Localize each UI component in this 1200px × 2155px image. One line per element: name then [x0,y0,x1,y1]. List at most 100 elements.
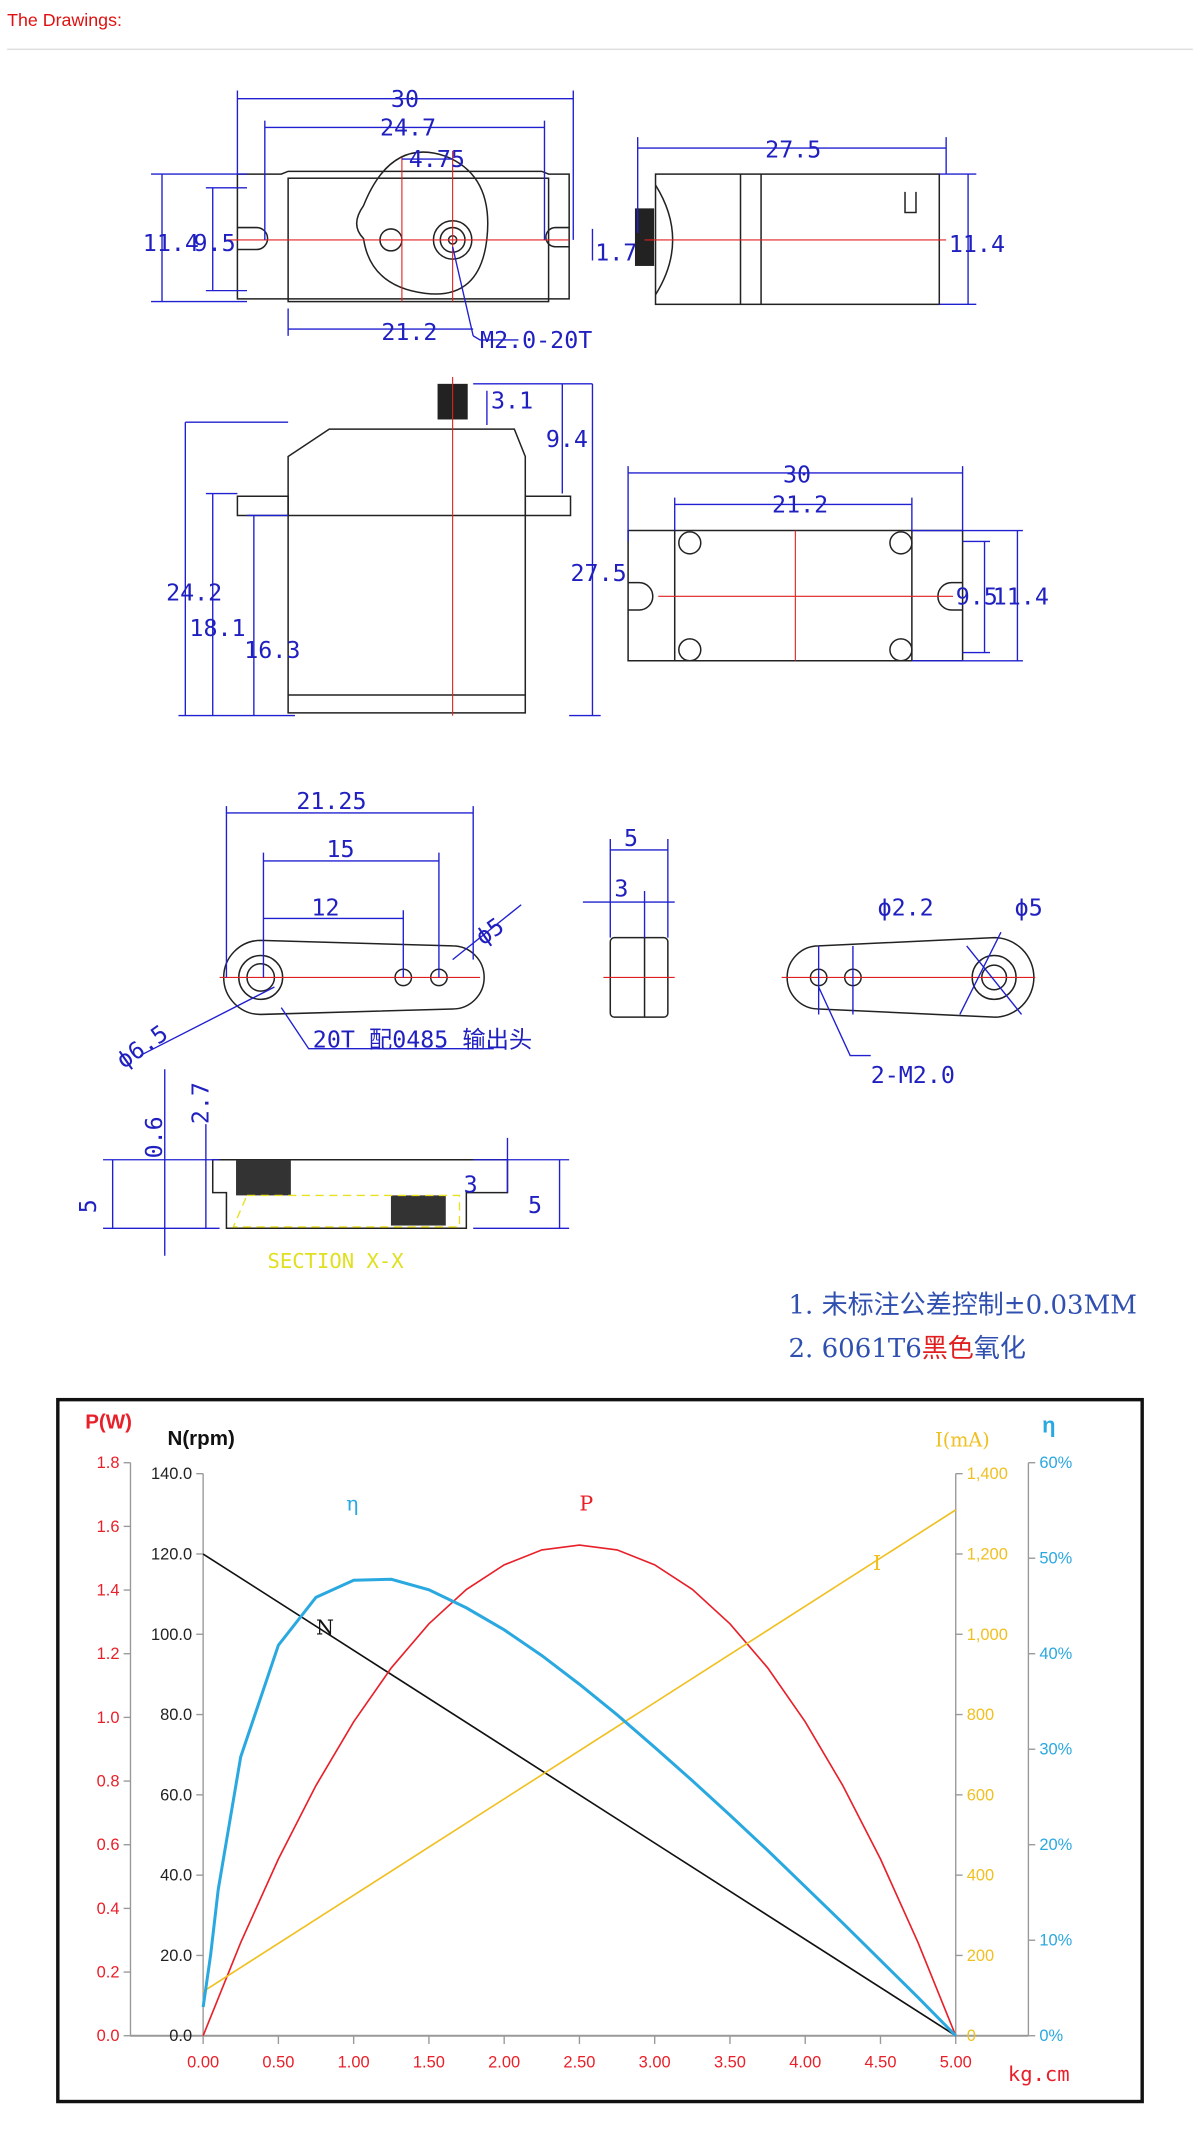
dim-label: M2.0-20T [480,327,592,354]
dim-label: 12 [311,895,339,922]
spacer-view: 5 3 [582,825,675,1018]
y-tick-label-P: 1.4 [97,1582,120,1600]
y-tick-label-I: 1,200 [967,1545,1008,1563]
dim-label: 0.6 [141,1116,168,1158]
dim-label: 27.5 [571,560,627,587]
notes: 1. 未标注公差控制±0.03MM 2. 6061T6黑色氧化 [788,1290,1136,1364]
x-tick-label: 2.50 [563,2053,595,2071]
dim-label: ϕ6.5 [112,1020,173,1074]
dim-label: 24.7 [380,115,436,142]
x-tick-label: 1.50 [413,2053,445,2071]
series-line-I [202,1509,957,1993]
y-tick-label-I: 400 [967,1867,994,1885]
dim-label: 21.25 [296,788,366,815]
series-line-eta [201,1577,957,2037]
note-2-a: 2. 6061T6 [788,1334,921,1364]
y-tick-label-N: 80.0 [160,1706,192,1724]
section-view: 5 0.6 2.7 3 5 SECTION X-X [75,1069,570,1273]
note-2: 2. 6061T6黑色氧化 [788,1334,1025,1364]
x-axis-label: kg.cm [1008,2062,1070,2086]
y-tick-label-eta: 50% [1039,1550,1072,1568]
y-tick-label-N: 120.0 [151,1545,192,1563]
p-axis-label: P(W) [85,1410,132,1433]
y-tick-label-N: 20.0 [160,1947,192,1965]
dim-label: 2.7 [188,1082,215,1124]
dim-label: 20T 配0485 输出头 [313,1026,532,1053]
dim-label: 15 [327,836,355,863]
servo-side-view: 27.5 11.4 [634,137,1005,306]
y-tick-label-eta: 60% [1039,1454,1072,1472]
series-label-I: I [873,1551,881,1575]
series-label-P: P [579,1491,593,1515]
servo-front-view: 3.1 9.4 27.5 24.2 18.1 16.3 [166,376,627,717]
dim-label: 24.2 [166,579,222,606]
dim-label: 30 [391,86,419,113]
dim-label: 30 [783,462,811,489]
i-axis-label: I(mA) [935,1428,990,1451]
dim-label: 5 [528,1192,542,1219]
n-axis-label: N(rpm) [167,1427,234,1450]
y-tick-label-eta: 40% [1039,1645,1072,1663]
y-tick-label-I: 0 [967,2027,976,2045]
y-tick-label-N: 140.0 [151,1465,192,1483]
dim-label: 5 [624,825,638,852]
x-tick-label: 5.00 [940,2053,972,2071]
eta-axis-label: η [1042,1413,1055,1438]
y-tick-label-P: 0.8 [97,1773,120,1791]
dim-label: 3.1 [491,388,533,415]
dim-label: 9.5 [956,584,998,611]
y-tick-label-N: 0.0 [169,2027,192,2045]
dim-label: 5 [75,1199,102,1213]
y-tick-label-P: 1.0 [97,1709,120,1727]
dim-label: 27.5 [765,137,821,164]
y-tick-label-I: 1,400 [967,1465,1008,1483]
note-1: 1. 未标注公差控制±0.03MM [788,1290,1136,1320]
dim-label: 4.75 [409,146,465,173]
dim-label: 2-M2.0 [871,1062,955,1089]
y-tick-label-P: 1.6 [97,1518,120,1536]
y-tick-label-N: 40.0 [160,1867,192,1885]
section-title: The Drawings: [7,10,122,30]
dim-label: 21.2 [772,492,828,519]
dim-label: 16.3 [244,637,300,664]
y-tick-label-I: 1,000 [967,1626,1008,1644]
y-tick-label-P: 0.4 [97,1900,120,1918]
y-tick-label-P: 0.0 [97,2027,120,2045]
note-2-c: 氧化 [974,1334,1026,1364]
x-tick-label: 3.00 [639,2053,671,2071]
x-tick-label: 4.50 [864,2053,896,2071]
series-label-N: N [316,1615,334,1639]
x-tick-label: 1.00 [338,2053,370,2071]
y-tick-label-P: 0.2 [97,1964,120,1982]
y-tick-label-I: 800 [967,1706,994,1724]
y-tick-label-N: 100.0 [151,1626,192,1644]
servo-horn-view: 21.25 15 12 ϕ5 ϕ6.5 20T 配0485 输出头 [112,788,533,1074]
y-tick-label-I: 200 [967,1947,994,1965]
x-tick-label: 3.50 [714,2053,746,2071]
dim-label: 18.1 [189,615,245,642]
y-tick-label-eta: 10% [1039,1932,1072,1950]
x-tick-label: 2.00 [488,2053,520,2071]
series-label-eta: η [346,1491,358,1515]
y-tick-label-eta: 0% [1039,2027,1063,2045]
y-tick-label-P: 1.8 [97,1454,120,1472]
servo-top-view: 30 24.7 4.75 11.4 9.5 1.7 21.2 M2.0-20T [143,86,637,354]
dim-label: 3 [614,876,628,903]
dim-label: 3 [464,1172,478,1199]
y-tick-label-P: 1.2 [97,1645,120,1663]
chart-frame [56,1397,1144,2104]
dim-label: ϕ5 [1015,895,1043,922]
dim-label: 9.5 [194,230,236,257]
x-tick-label: 0.00 [187,2053,219,2071]
servo-arm-view: ϕ2.2 ϕ5 2-M2.0 [781,895,1043,1089]
series-line-N [202,1553,957,2037]
x-tick-label: 4.00 [789,2053,821,2071]
section-label: SECTION X-X [268,1249,405,1273]
series-line-P [202,1544,957,2037]
servo-bottom-view: 30 21.2 9.5 11.4 [627,462,1049,662]
dim-label: 9.4 [546,426,588,453]
dim-label: 1.7 [595,239,637,266]
x-tick-label: 0.50 [262,2053,294,2071]
